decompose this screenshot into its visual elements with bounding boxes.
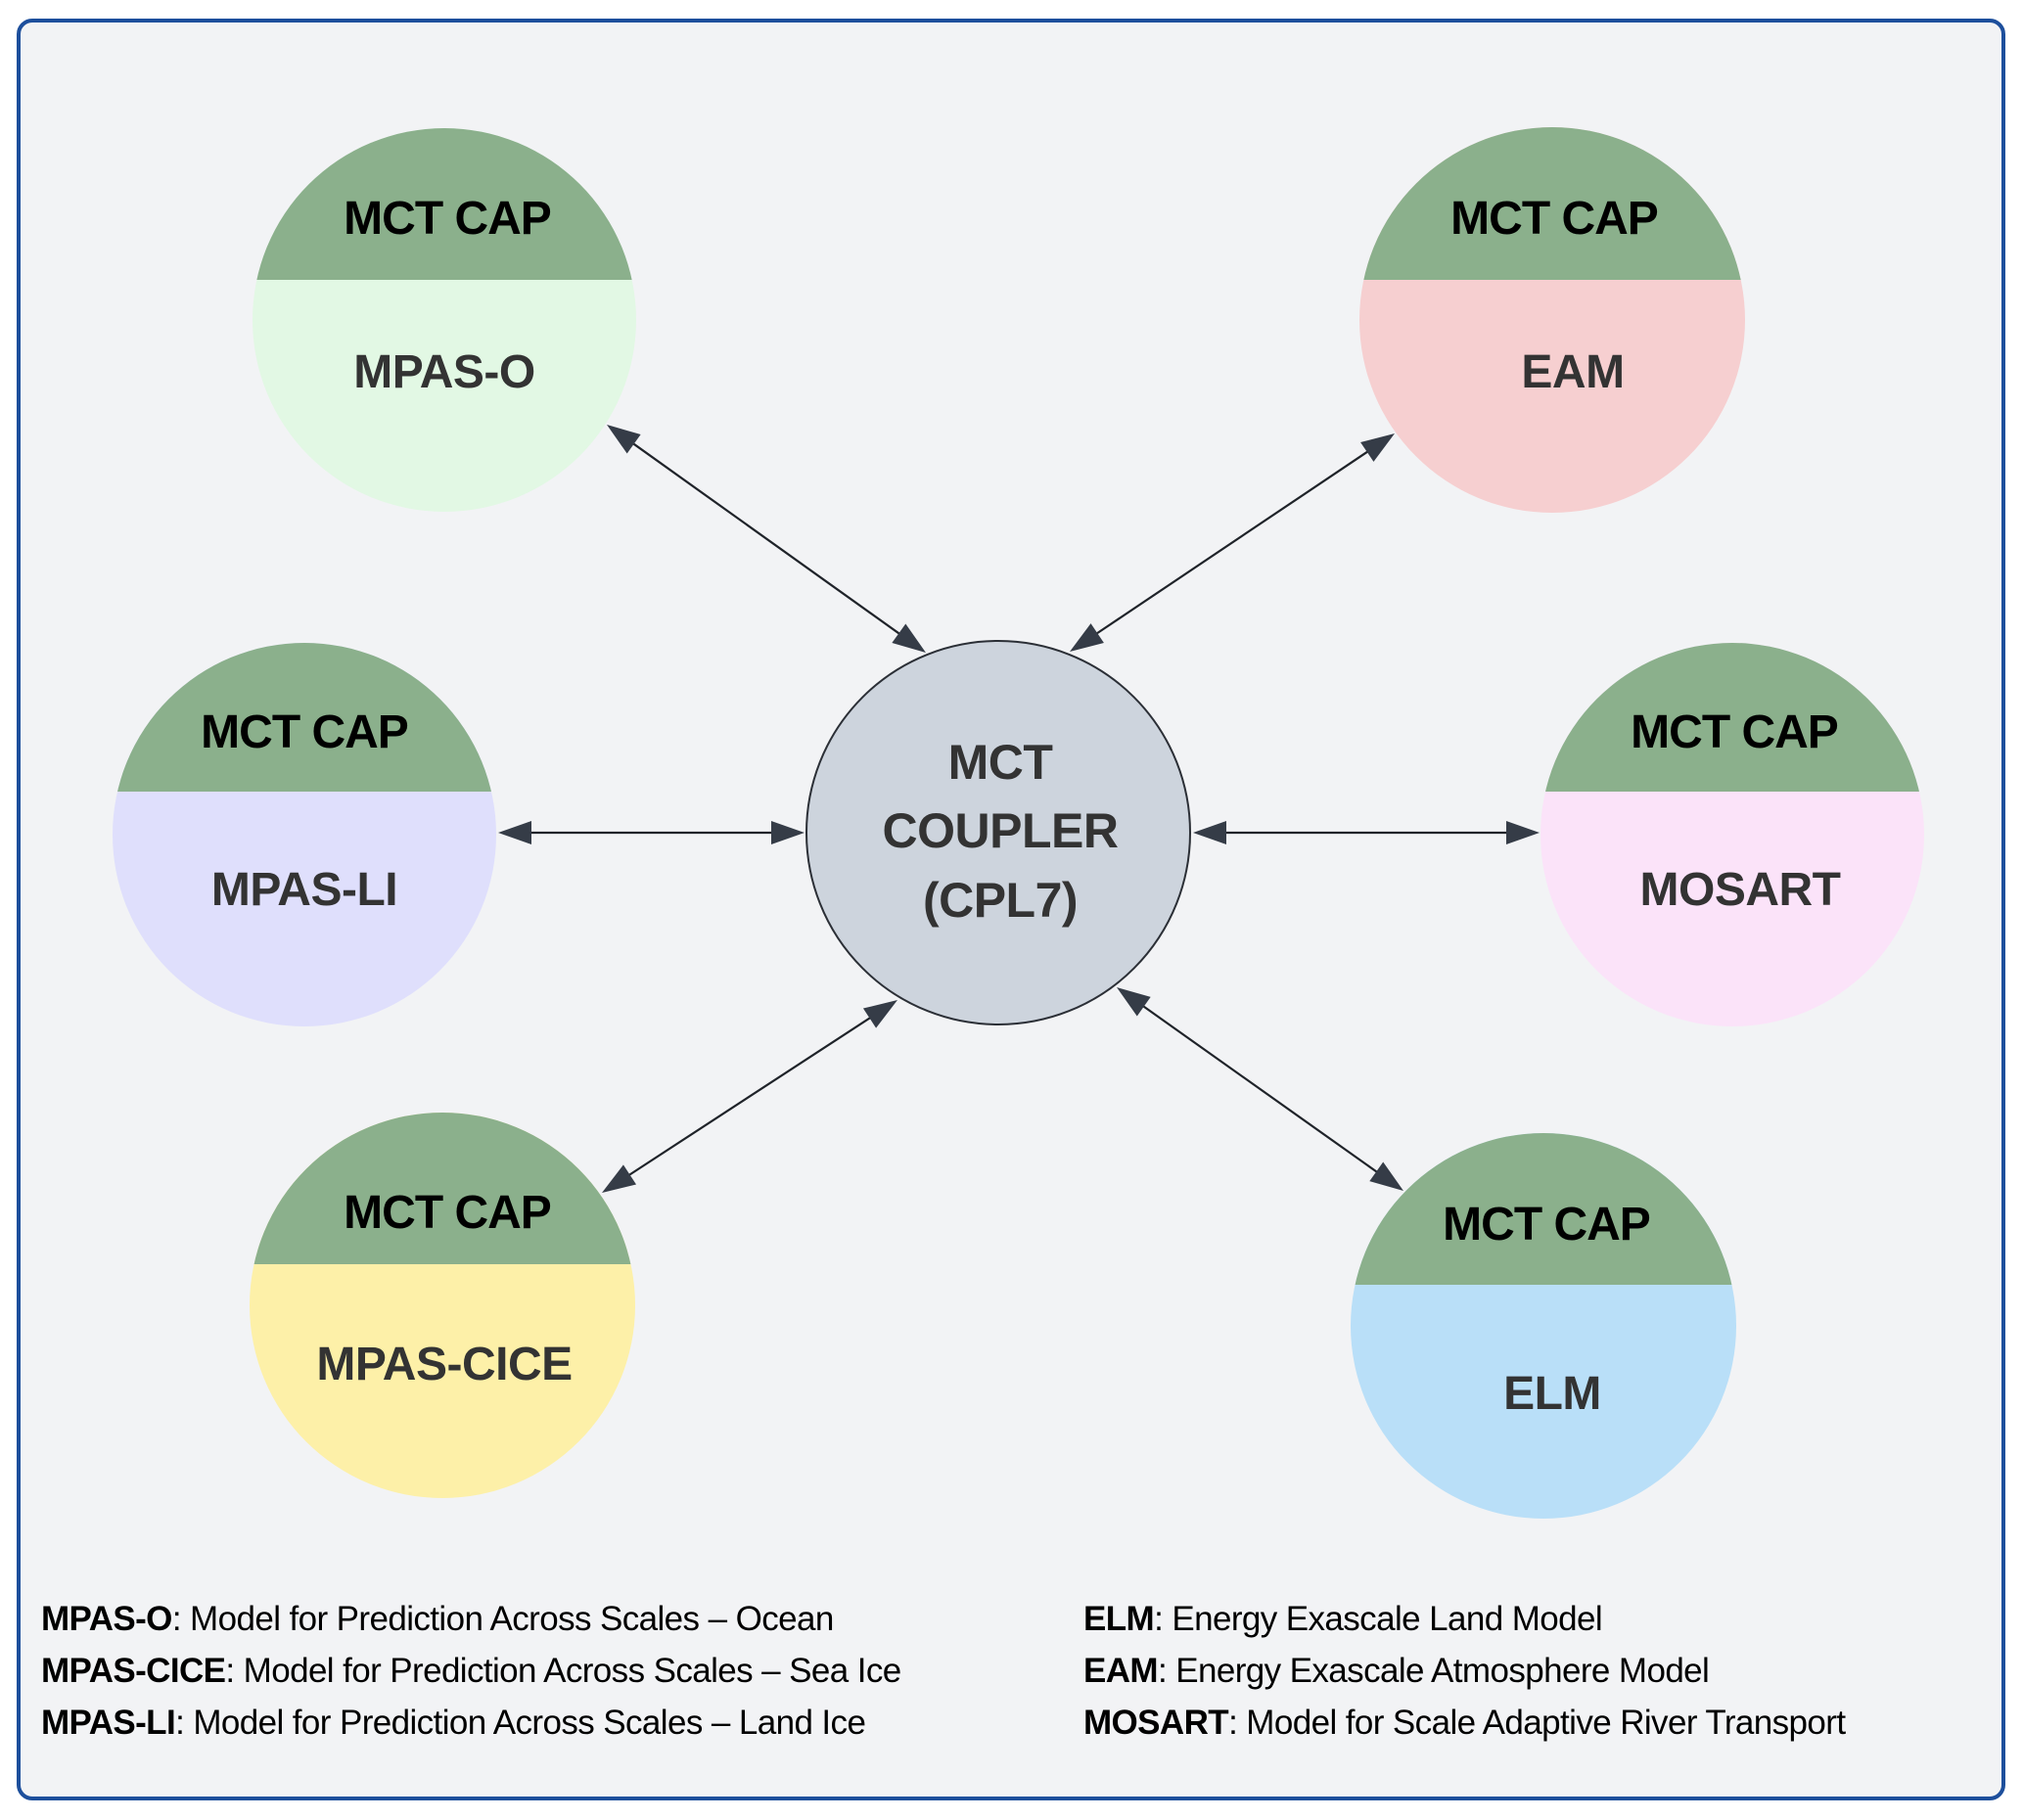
legend-term: ELM [1083,1600,1155,1638]
coupler-label-line-1: MCT [948,735,1053,790]
arrow-shaft [1139,1003,1381,1175]
arrowhead [498,821,531,844]
arrow-shaft [1093,448,1371,637]
arrowhead [1193,821,1226,844]
legend-item: MPAS-CICE: Model for Prediction Across S… [41,1645,901,1697]
legend-definition: : Model for Scale Adaptive River Transpo… [1228,1704,1846,1742]
legend-definition: : Model for Prediction Across Scales – L… [175,1704,866,1742]
arrow-shaft [625,1015,874,1178]
mct-cap-label: MCT CAP [344,1187,551,1239]
legend-term: MOSART [1083,1704,1229,1742]
legend-item: MPAS-O: Model for Prediction Across Scal… [41,1593,901,1645]
arrowhead [1369,1161,1403,1191]
arrowhead [602,1164,637,1193]
component-label: ELM [1503,1368,1601,1420]
arrowhead [1117,987,1151,1017]
arrowhead [1070,623,1104,652]
legend-term: EAM [1083,1652,1159,1690]
component-elm[interactable]: MCT CAP ELM [1341,1125,1742,1519]
arrowhead [771,821,805,844]
legend-item: EAM: Energy Exascale Atmosphere Model [1083,1645,1845,1697]
component-mpas-o[interactable]: MCT CAP MPAS-O [245,117,646,512]
arrowhead [1506,821,1540,844]
legend-definition: : Model for Prediction Across Scales – S… [225,1652,901,1690]
mct-cap-label: MCT CAP [201,706,408,758]
arrowhead [892,623,926,653]
legend-definition: : Model for Prediction Across Scales – O… [171,1600,834,1638]
arrowhead [862,1000,897,1028]
legend-left-column: MPAS-O: Model for Prediction Across Scal… [41,1593,901,1749]
component-mosart[interactable]: MCT CAP MOSART [1532,636,1933,1026]
component-label: MOSART [1640,864,1841,916]
coupler-label-line-3: (CPL7) [923,873,1078,928]
connection-arrows [498,425,1540,1193]
component-eam[interactable]: MCT CAP EAM [1351,117,1752,513]
arrow-elm-coupler [1117,987,1403,1191]
legend-right-column: ELM: Energy Exascale Land Model EAM: Ene… [1083,1593,1846,1749]
arrowhead [607,425,641,454]
component-label: MPAS-LI [211,864,397,916]
arrow-shaft [629,440,903,637]
component-label: MPAS-O [353,346,534,398]
arrow-mpas-o-coupler [607,425,926,653]
mct-coupler[interactable]: MCT COUPLER (CPL7) [805,640,1191,1025]
legend-item: ELM: Energy Exascale Land Model [1083,1593,1845,1645]
legend-item: MOSART: Model for Scale Adaptive River T… [1083,1697,1846,1749]
mct-cap-label: MCT CAP [1631,706,1838,758]
legend-definition: : Energy Exascale Land Model [1154,1600,1603,1638]
coupler-body [805,640,1191,1025]
component-label: EAM [1521,346,1624,398]
arrow-mosart-coupler [1193,821,1540,844]
mct-cap-label: MCT CAP [1450,193,1658,245]
legend-term: MPAS-O [41,1600,172,1638]
mct-cap-label: MCT CAP [1443,1199,1650,1251]
component-mpas-cice[interactable]: MCT CAP MPAS-CICE [240,1106,641,1498]
arrow-eam-coupler [1070,433,1395,652]
component-mpas-li[interactable]: MCT CAP MPAS-LI [103,636,504,1026]
legend-definition: : Energy Exascale Atmosphere Model [1157,1652,1710,1690]
component-label: MPAS-CICE [316,1339,572,1390]
legend-item: MPAS-LI: Model for Prediction Across Sca… [41,1697,901,1749]
arrowhead [1360,433,1395,462]
mct-cap-label: MCT CAP [344,193,551,245]
arrow-mpas-li-coupler [498,821,805,844]
coupler-label-line-2: COUPLER [883,803,1119,858]
mct-cap-band [250,1113,635,1264]
arrow-mpas-cice-coupler [602,1000,897,1193]
legend-term: MPAS-CICE [41,1652,226,1690]
legend-term: MPAS-LI [41,1704,176,1742]
